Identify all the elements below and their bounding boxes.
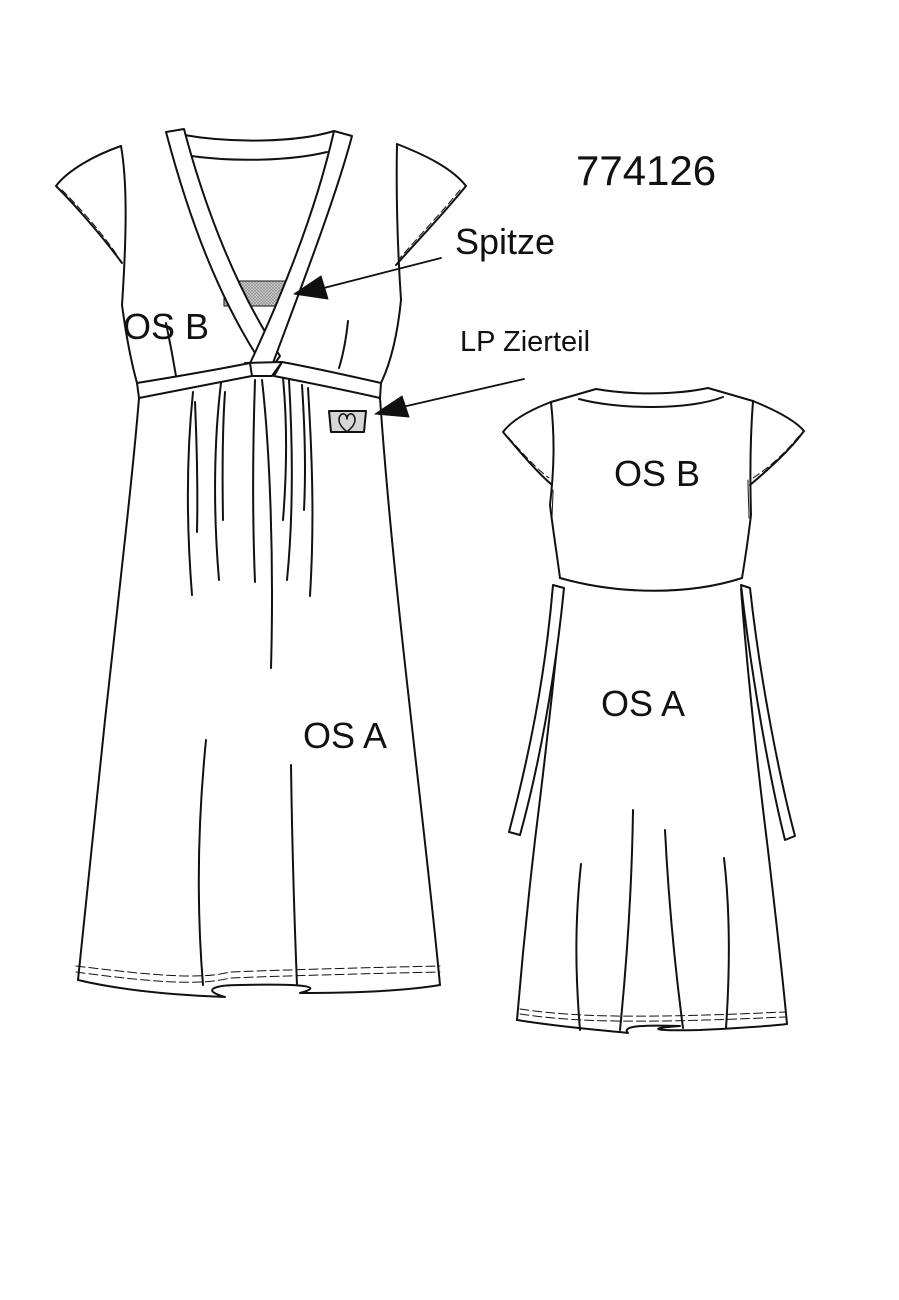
front-wrap-band-right (245, 130, 353, 373)
front-pleat-5 (252, 379, 256, 583)
back-right-side-seam (741, 400, 754, 579)
back-waist-seam (559, 577, 743, 592)
front-bodice-label: OS B (123, 306, 210, 347)
back-neckline-band (578, 396, 724, 409)
front-dart-right (338, 320, 349, 369)
front-pleat-1 (186, 391, 194, 596)
front-hem-stitch-2 (75, 971, 441, 983)
front-skirt-label: OS A (303, 715, 388, 756)
back-left-shoulder (550, 388, 597, 403)
front-left-sleeve (55, 145, 123, 264)
back-dress (502, 387, 805, 1034)
front-skirt-left-seam (77, 397, 140, 981)
decoration-pointer-arrow (374, 378, 525, 418)
decoration-annotation: LP Zierteil (460, 326, 591, 358)
back-bodice-label: OS B (614, 453, 701, 494)
back-hem-stitch (519, 1008, 786, 1017)
back-tie-right (740, 584, 796, 841)
back-right-sleeve (749, 400, 805, 486)
front-left-sleeve-stitch (61, 189, 118, 256)
front-dress (55, 128, 525, 998)
back-skirt-fold-2 (619, 809, 634, 1031)
front-pleat-6 (261, 379, 273, 669)
back-hem-stitch-2 (519, 1013, 786, 1022)
front-right-sleeve (395, 143, 467, 266)
front-pleat-8 (286, 379, 293, 581)
front-skirt-fold-right (290, 764, 298, 986)
back-neckline (595, 387, 709, 395)
front-hem (77, 979, 441, 998)
front-pleat-2 (194, 401, 199, 533)
front-pleat-10 (307, 387, 314, 597)
back-right-shoulder (707, 387, 754, 402)
front-pleat-3 (214, 382, 222, 581)
front-pleat-7 (282, 377, 287, 521)
back-left-sleeve (502, 401, 553, 486)
front-skirt-right-seam (379, 397, 441, 986)
lp-decoration-applique (328, 410, 367, 433)
lace-annotation: Spitze (455, 221, 556, 262)
front-pleat-4 (221, 391, 226, 521)
back-skirt-right-seam (740, 588, 788, 1025)
front-waistband-left (136, 362, 253, 399)
lace-pointer-arrow (293, 257, 442, 300)
front-skirt-fold-left (197, 739, 207, 986)
back-right-sleeve-stitch (752, 435, 800, 479)
back-skirt-fold-3 (664, 829, 684, 1029)
back-skirt-fold-4 (723, 857, 730, 1029)
front-back-neckline (183, 130, 335, 142)
back-skirt-label: OS A (601, 683, 686, 724)
back-right-side-stitch (747, 479, 750, 519)
front-back-neckline-band (190, 151, 328, 161)
front-left-side-seam (120, 145, 138, 384)
style-number: 774126 (576, 147, 717, 194)
front-right-side-seam (380, 143, 402, 384)
front-pleat-9 (301, 384, 307, 511)
back-tie-left (508, 584, 565, 836)
back-left-side-stitch (551, 489, 554, 521)
back-hem (516, 1019, 788, 1034)
front-hem-stitch (75, 965, 441, 977)
back-left-sleeve-stitch (507, 436, 550, 479)
front-right-sleeve-stitch (399, 189, 461, 259)
back-left-side-seam (549, 401, 561, 579)
front-dart-left (165, 322, 177, 377)
back-skirt-fold-1 (575, 863, 582, 1031)
